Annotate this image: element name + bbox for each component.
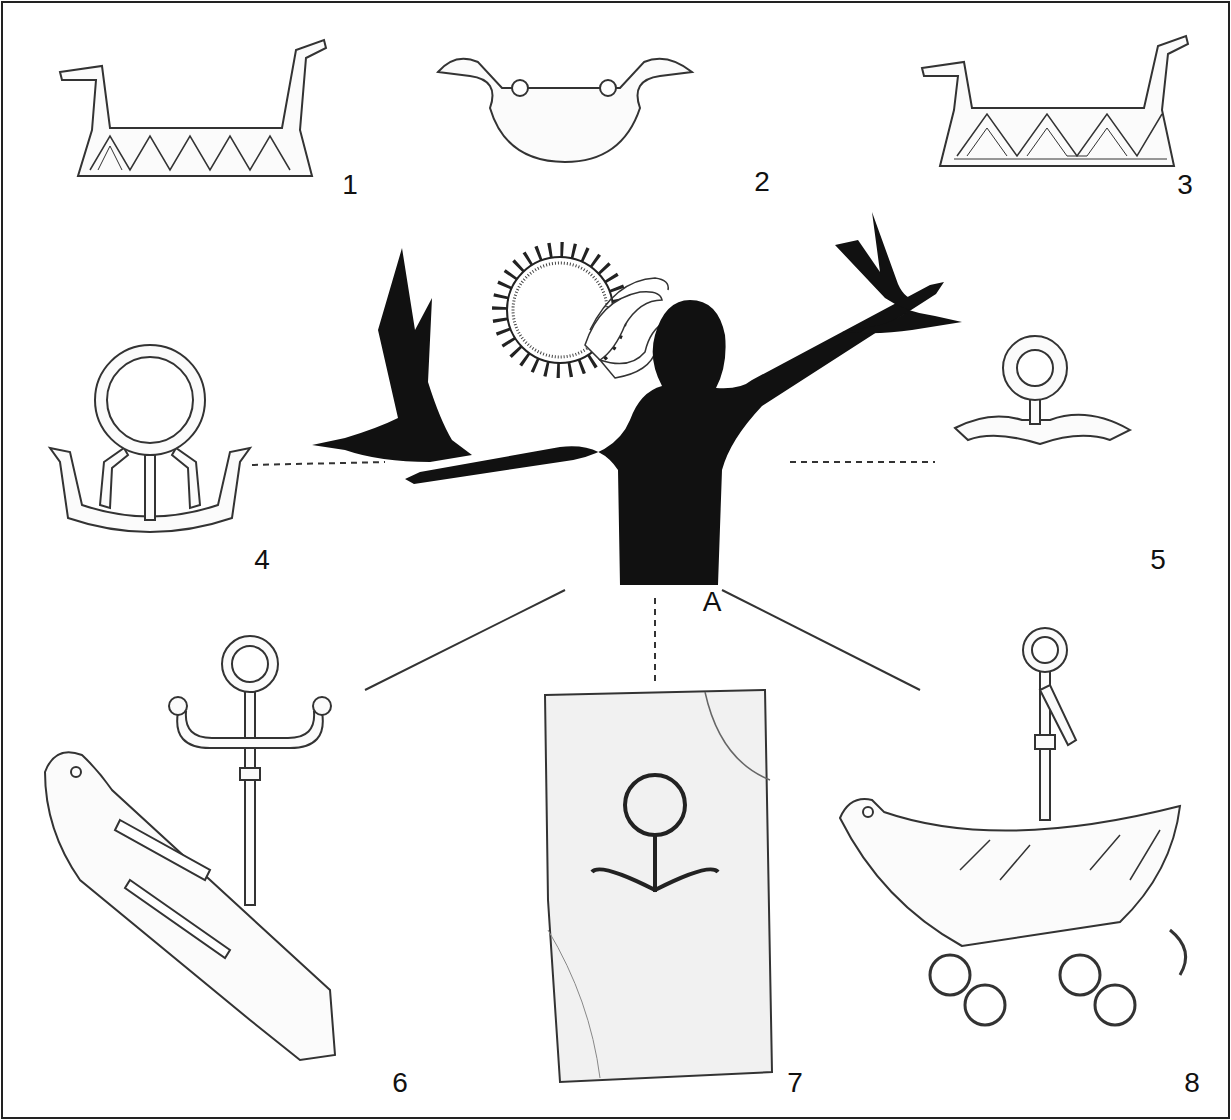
zigzag [90, 136, 290, 170]
dashed-link [654, 598, 656, 682]
ring-hole [1032, 637, 1058, 663]
ring-hole [1017, 350, 1053, 386]
stem [1030, 398, 1040, 424]
ring [1003, 336, 1067, 400]
dashed-link [252, 462, 385, 465]
pendant-one [60, 40, 326, 176]
callout-number: 6 [392, 1069, 408, 1097]
callout-number: A [703, 588, 722, 616]
stem-band [240, 768, 260, 780]
hole [600, 80, 616, 96]
link-line [365, 590, 565, 690]
stone-outline [545, 690, 772, 1082]
pendant-five [955, 336, 1130, 444]
crack [705, 692, 770, 780]
ring-hole [107, 357, 193, 443]
hook [1170, 930, 1186, 975]
border-line [954, 159, 1167, 160]
pendant-six [45, 636, 335, 1060]
bird-eye [863, 807, 873, 817]
hanging-ring [965, 985, 1005, 1025]
pendant-three [922, 36, 1188, 166]
ring [95, 345, 205, 455]
slot [115, 820, 210, 880]
dashed-link [790, 461, 935, 463]
hanging-ring [1060, 955, 1100, 995]
wing-base [955, 415, 1130, 444]
hanging-ring [1095, 985, 1135, 1025]
pendant-four [50, 345, 250, 532]
boat-outline [438, 59, 692, 162]
plate-outline [60, 40, 326, 176]
zigzag [98, 146, 122, 170]
stem [245, 690, 255, 905]
hatching [960, 830, 1160, 880]
callout-number: 1 [342, 171, 358, 199]
crack [548, 930, 600, 1078]
swan-wing [590, 278, 668, 330]
ring [1023, 628, 1067, 672]
arms [177, 712, 323, 748]
ring [222, 636, 278, 692]
bird-silhouette [312, 248, 472, 462]
slot [125, 880, 230, 958]
bird-head [100, 448, 128, 508]
stem [145, 455, 155, 520]
callout-number: 7 [787, 1069, 803, 1097]
arms-sign [592, 869, 718, 890]
branch [1040, 685, 1076, 745]
bird-silhouette [835, 212, 962, 333]
callout-number: 8 [1184, 1069, 1200, 1097]
callout-number: 4 [254, 546, 270, 574]
hanging-ring [930, 955, 970, 995]
bird-eye [71, 767, 81, 777]
zigzag [967, 128, 1007, 156]
callout-number: 2 [754, 168, 770, 196]
bird-boat [840, 799, 1180, 946]
arm-head [313, 697, 331, 715]
stem-sign [653, 835, 657, 892]
bird-boat [45, 752, 335, 1060]
hole [512, 80, 528, 96]
person-silhouette [405, 282, 944, 585]
bird-head [172, 448, 200, 508]
zigzag [1027, 128, 1127, 156]
link-line [722, 590, 920, 690]
arm-head [169, 697, 187, 715]
pendant-eight [840, 628, 1186, 1025]
pendant-two [438, 59, 692, 162]
callout-number: 5 [1150, 546, 1166, 574]
bird-base [50, 448, 250, 532]
callout-number: 3 [1177, 171, 1193, 199]
plate-outline [922, 36, 1188, 166]
zigzag [957, 114, 1162, 156]
carved-stone [545, 690, 772, 1082]
stem-band [1035, 735, 1055, 749]
ring-hole [232, 646, 268, 682]
ring-sign [625, 775, 685, 835]
